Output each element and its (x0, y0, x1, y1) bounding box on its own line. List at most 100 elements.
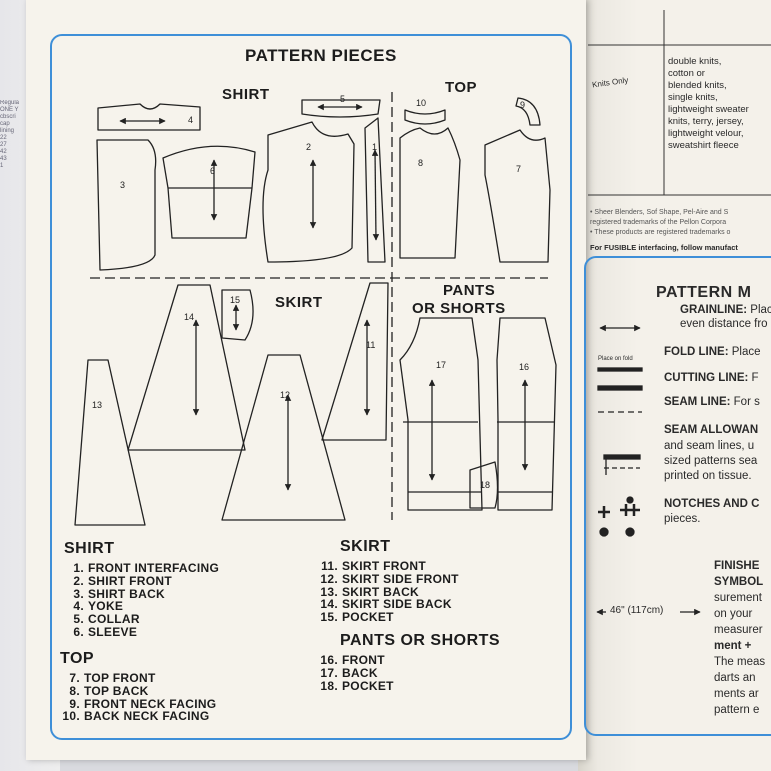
legend-top: TOP 7.TOP FRONT 8.TOP BACK 9.FRONT NECK … (60, 650, 216, 723)
skirt-back-piece (74, 359, 146, 526)
piece-number: 18 (480, 480, 490, 490)
pattern-pieces-frame (50, 34, 572, 740)
list-item: 9.FRONT NECK FACING (69, 696, 217, 711)
list-item: 16.FRONT (320, 653, 385, 667)
list-item: 5.COLLAR (73, 612, 140, 627)
collar-piece (301, 99, 381, 118)
cutting-line-row: CUTTING LINE: F (664, 372, 759, 384)
top-front-piece (484, 129, 551, 263)
list-item: 8.TOP BACK (69, 683, 149, 698)
piece-number: 16 (519, 362, 529, 372)
skirt-side-front-piece (221, 354, 346, 521)
list-item: 12.SKIRT SIDE FRONT (320, 571, 459, 586)
shirt-section-label: SHIRT (222, 86, 270, 103)
skirt-section-label: SKIRT (275, 294, 323, 311)
legend-heading: PANTS OR SHORTS (340, 632, 501, 649)
piece-number: 8 (418, 158, 423, 168)
finished-line: surement (714, 592, 762, 604)
grainline-row-2: even distance fro (680, 318, 768, 330)
list-item: 1.FRONT INTERFACING (73, 561, 220, 575)
fold-line-row: FOLD LINE: Place (664, 346, 761, 358)
list-item: 4.YOKE (73, 599, 124, 614)
front-neck-facing-piece (515, 97, 541, 126)
finished-line: The meas (714, 656, 766, 668)
piece-number: 17 (436, 360, 446, 370)
finished-line: ment + (714, 640, 752, 652)
list-item: 17.BACK (320, 665, 378, 680)
list-item: 11.SKIRT FRONT (321, 559, 426, 573)
grainline-row: GRAINLINE: Place (680, 304, 771, 316)
seam-allowance-line: printed on tissue. (664, 470, 752, 482)
finished-line: darts an (714, 672, 756, 684)
top-section-label: TOP (445, 79, 478, 96)
piece-number: 1 (372, 142, 377, 152)
piece-number: 4 (188, 115, 193, 125)
piece-number: 6 (210, 166, 215, 176)
skirt-front-piece (321, 282, 389, 441)
list-item: 10.BACK NECK FACING (62, 709, 210, 724)
pattern-markings-frame (584, 256, 771, 736)
trademark-notes: • Sheer Blenders, Sof Shape, Pel-Aire an… (590, 209, 731, 236)
list-item: 6.SLEEVE (73, 624, 138, 639)
pants-back-piece (399, 317, 483, 511)
piece-number: 9 (520, 100, 525, 110)
fabric-list: double knits,cotton or blended knits,sin… (668, 56, 749, 151)
finished-heading: FINISHE (714, 560, 760, 572)
shirt-back-piece (96, 139, 157, 271)
list-item: 14.SKIRT SIDE BACK (320, 597, 452, 612)
fusible-note: For FUSIBLE interfacing, follow manufact (590, 243, 738, 252)
left-page-scrap-text: Regula ONE Y cbscri cap lining 22 27 42 … (0, 100, 20, 169)
top-back-piece (399, 127, 461, 259)
place-on-fold-label: Place on fold (598, 356, 633, 362)
finished-line: pattern e (714, 704, 760, 716)
seam-allowance-line: and seam lines, u (664, 440, 755, 452)
piece-number: 14 (184, 312, 194, 322)
piece-number: 13 (92, 400, 102, 410)
pants-front-piece (496, 317, 557, 511)
pattern-markings-title: PATTERN M (656, 284, 752, 301)
back-neck-facing-piece (404, 109, 446, 125)
piece-number: 3 (120, 180, 125, 190)
piece-number: 10 (416, 98, 426, 108)
front-interfacing-piece (364, 117, 386, 263)
piece-number: 12 (280, 390, 290, 400)
legend-pants: PANTS OR SHORTS 16.FRONT 17.BACK 18.POCK… (318, 632, 500, 692)
skirt-pocket-piece (221, 289, 254, 341)
list-item: 15.POCKET (320, 610, 394, 625)
piece-number: 11 (366, 340, 375, 350)
yoke-piece (97, 103, 201, 131)
piece-number: 7 (516, 164, 521, 174)
pants-section-label-2: OR SHORTS (412, 300, 506, 317)
finished-line: ments ar (714, 688, 759, 700)
legend-heading: SHIRT (64, 540, 115, 557)
notches-row: NOTCHES AND C (664, 498, 760, 510)
notches-line: pieces. (664, 513, 701, 525)
list-item: 2.SHIRT FRONT (73, 573, 172, 588)
instruction-page (26, 0, 586, 760)
measurement-label: 46" (117cm) (610, 605, 664, 616)
pants-section-label: PANTS (443, 282, 496, 299)
seam-allowance-line: sized patterns sea (664, 455, 758, 467)
piece-number: 5 (340, 94, 345, 104)
piece-number: 15 (230, 295, 240, 305)
seam-line-row: SEAM LINE: For s (664, 396, 760, 408)
finished-line: on your (714, 608, 753, 620)
sleeve-piece (162, 145, 256, 239)
legend-shirt: SHIRT 1.FRONT INTERFACING 2.SHIRT FRONT … (64, 540, 219, 639)
page-title: PATTERN PIECES (245, 46, 397, 65)
skirt-side-back-piece (127, 284, 246, 451)
piece-number: 2 (306, 142, 311, 152)
finished-heading-2: SYMBOL (714, 576, 764, 588)
list-item: 18.POCKET (320, 678, 394, 693)
legend-heading: SKIRT (340, 538, 391, 555)
pants-pocket-piece (469, 461, 499, 509)
list-item: 3.SHIRT BACK (73, 586, 165, 601)
seam-allowance-row: SEAM ALLOWAN (664, 424, 759, 436)
list-item: 7.TOP FRONT (69, 671, 156, 685)
finished-line: measurer (714, 624, 763, 636)
legend-heading: TOP (60, 650, 95, 667)
list-item: 13.SKIRT BACK (320, 584, 419, 599)
legend-skirt: SKIRT 11.SKIRT FRONT 12.SKIRT SIDE FRONT… (318, 538, 459, 624)
